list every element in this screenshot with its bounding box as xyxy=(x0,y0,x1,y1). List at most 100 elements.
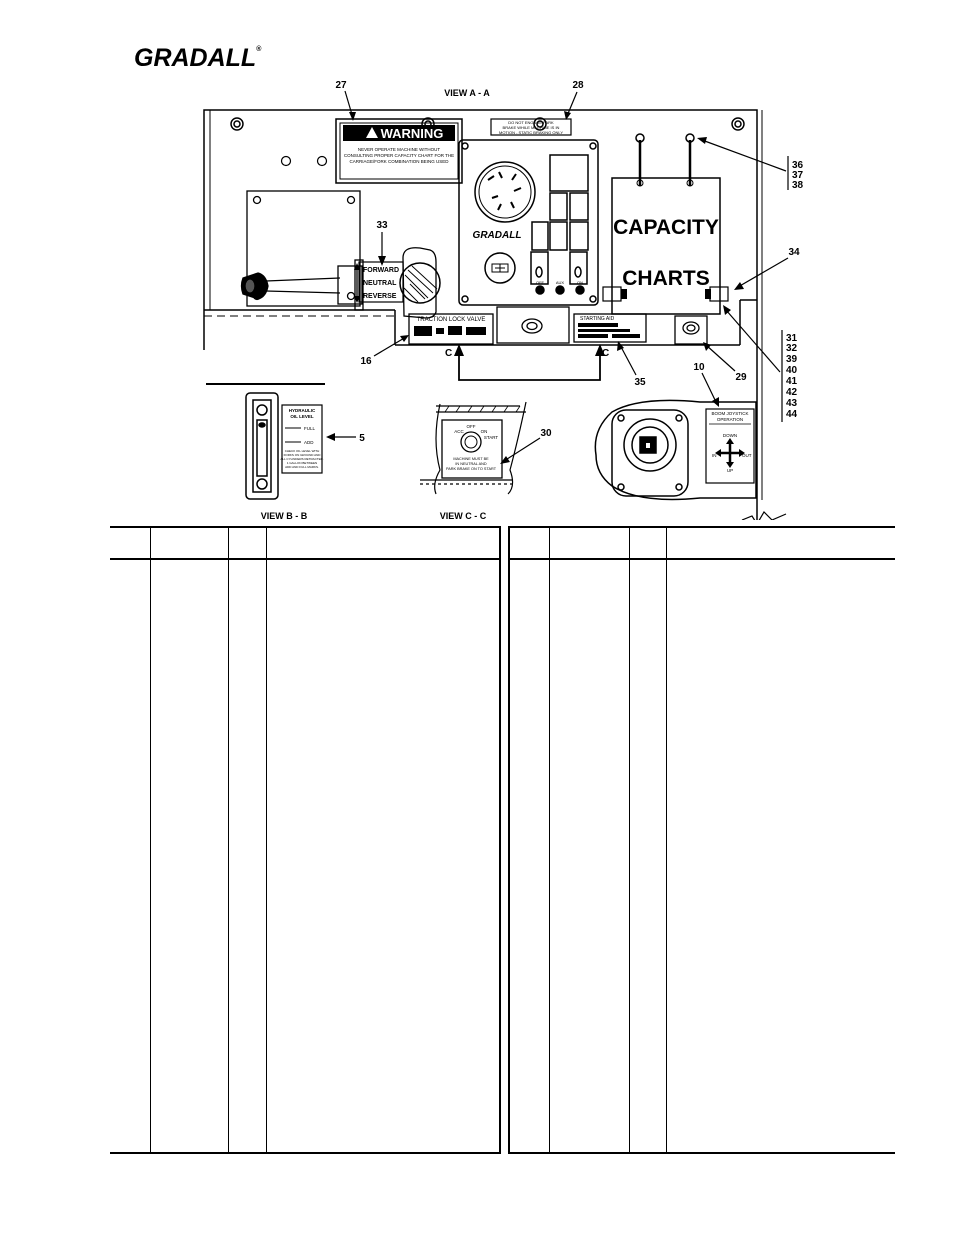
svg-text:ON: ON xyxy=(481,429,488,434)
table-header-row xyxy=(509,527,895,560)
section-c-c-marker: C C xyxy=(445,344,609,381)
svg-text:HYDRAULIC: HYDRAULIC xyxy=(289,408,316,413)
col-qty xyxy=(629,527,667,560)
traction-lock-switch xyxy=(496,306,570,344)
hydraulic-oil-decal: HYDRAULIC OIL LEVEL FULL ADD CHECK OIL L… xyxy=(280,404,324,474)
svg-text:44: 44 xyxy=(786,409,798,420)
gradall-logo: GRADALL® xyxy=(134,44,262,72)
svg-text:OFF: OFF xyxy=(467,424,476,429)
break-line xyxy=(741,511,787,520)
svg-text:36: 36 xyxy=(792,160,804,171)
col-item xyxy=(509,527,550,560)
shift-lever xyxy=(240,247,441,319)
svg-text:CHARTS: CHARTS xyxy=(622,267,710,290)
svg-text:40: 40 xyxy=(786,365,798,376)
callout-34: 34 xyxy=(788,247,800,258)
svg-text:CONSULTING PROPER CAPACITY CHA: CONSULTING PROPER CAPACITY CHART FOR THE xyxy=(344,153,454,158)
capacity-charts: CAPACITY CHARTS xyxy=(602,133,729,315)
svg-text:DO NOT ENGAGE PARK: DO NOT ENGAGE PARK xyxy=(508,120,554,125)
svg-text:TRACTION LOCK VALVE: TRACTION LOCK VALVE xyxy=(417,317,486,323)
parts-table-right xyxy=(508,526,895,1154)
sight-gauge xyxy=(245,392,279,500)
svg-text:1 GALLON BETWEEN: 1 GALLON BETWEEN xyxy=(287,461,317,465)
svg-text:CAPACITY: CAPACITY xyxy=(613,216,719,239)
warning-decal: WARNING NEVER OPERATE MACHINE WITHOUT CO… xyxy=(335,118,463,184)
view-b-label: VIEW B - B xyxy=(261,511,308,520)
col-qty xyxy=(228,527,267,560)
starting-aid-decal: STARTING AID xyxy=(573,313,647,343)
callout-28: 28 xyxy=(572,80,584,91)
svg-text:FORKS ON GROUND AND: FORKS ON GROUND AND xyxy=(284,453,322,457)
callout-group-31-44: 31 32 39 40 41 42 43 44 xyxy=(723,305,798,422)
svg-text:39: 39 xyxy=(786,354,798,365)
svg-text:42: 42 xyxy=(786,387,798,398)
svg-text:ACC: ACC xyxy=(454,429,464,434)
svg-text:UP: UP xyxy=(727,468,733,473)
svg-text:ALL CYLINDERS RETRACTED.: ALL CYLINDERS RETRACTED. xyxy=(280,457,323,461)
svg-text:IN: IN xyxy=(712,453,717,458)
svg-text:MOTION - STATIC BRAKING ONLY: MOTION - STATIC BRAKING ONLY xyxy=(499,130,563,135)
panel-bolts xyxy=(230,117,745,167)
callout-30: 30 xyxy=(540,428,552,439)
svg-text:ON: ON xyxy=(577,280,583,285)
svg-text:43: 43 xyxy=(786,398,798,409)
svg-text:PARK BRAKE ON TO START: PARK BRAKE ON TO START xyxy=(446,467,497,471)
col-part-number xyxy=(549,527,630,560)
svg-text:CARRIAGE/FORK COMBINATION BEIN: CARRIAGE/FORK COMBINATION BEING USED xyxy=(350,159,450,164)
svg-text:REVERSE: REVERSE xyxy=(363,293,397,300)
svg-text:BRAKE WHILE MACHINE IS IN: BRAKE WHILE MACHINE IS IN xyxy=(503,125,560,130)
svg-text:OFF: OFF xyxy=(536,280,545,285)
table-row xyxy=(110,559,500,1153)
svg-text:C: C xyxy=(602,348,609,359)
callout-29: 29 xyxy=(735,372,747,383)
callout-10: 10 xyxy=(693,362,705,373)
ignition-view: OFF ACC ON START MACHINE MUST BE IN NEUT… xyxy=(420,401,527,495)
svg-text:OIL LEVEL: OIL LEVEL xyxy=(290,414,313,419)
col-item xyxy=(110,527,151,560)
svg-text:32: 32 xyxy=(786,343,798,354)
parts-table-left xyxy=(110,526,501,1154)
svg-text:31: 31 xyxy=(786,333,798,344)
svg-text:DOWN: DOWN xyxy=(723,433,737,438)
svg-text:OPERATION: OPERATION xyxy=(717,417,743,422)
callout-16: 16 xyxy=(360,356,372,367)
col-part-number xyxy=(150,527,229,560)
svg-text:GRADALL: GRADALL xyxy=(473,230,522,241)
svg-text:OUT: OUT xyxy=(742,453,752,458)
svg-text:38: 38 xyxy=(792,180,804,191)
boom-joystick-decal: BOOM JOYSTICK OPERATION DOWN UP IN OUT xyxy=(705,408,755,484)
svg-text:WARNING: WARNING xyxy=(381,126,444,141)
svg-text:CHECK OIL LEVEL WITH: CHECK OIL LEVEL WITH xyxy=(285,449,320,453)
view-c-label: VIEW C - C xyxy=(440,511,487,520)
aux-switch xyxy=(674,315,708,345)
dash-panel xyxy=(203,109,763,520)
svg-text:START: START xyxy=(484,435,499,440)
svg-text:C: C xyxy=(445,348,452,359)
svg-text:NEVER OPERATE MACHINE WITHOUT: NEVER OPERATE MACHINE WITHOUT xyxy=(358,147,440,152)
svg-text:NEUTRAL: NEUTRAL xyxy=(363,280,397,287)
svg-text:FORWARD: FORWARD xyxy=(363,267,399,274)
col-description xyxy=(666,527,895,560)
callout-33: 33 xyxy=(376,220,388,231)
callout-group-36-38: 36 37 38 xyxy=(697,137,804,191)
svg-text:IN NEUTRAL AND: IN NEUTRAL AND xyxy=(455,462,487,466)
svg-text:BOOM JOYSTICK: BOOM JOYSTICK xyxy=(711,411,748,416)
svg-text:STARTING AID: STARTING AID xyxy=(580,316,615,322)
svg-text:ADD AND FULL MARKS.: ADD AND FULL MARKS. xyxy=(285,465,319,469)
col-description xyxy=(266,527,500,560)
callout-5: 5 xyxy=(359,433,365,444)
park-brake-decal: DO NOT ENGAGE PARK BRAKE WHILE MACHINE I… xyxy=(490,118,572,136)
traction-lock-decal: TRACTION LOCK VALVE xyxy=(408,313,494,345)
boom-joystick xyxy=(594,399,757,501)
svg-text:37: 37 xyxy=(792,170,804,181)
decal-location-diagram: VIEW A - A 27 WARNING NEVER OPERATE MACH… xyxy=(203,80,804,520)
callout-35: 35 xyxy=(634,377,646,388)
view-a-label: VIEW A - A xyxy=(444,88,490,98)
table-row xyxy=(509,559,895,1153)
instrument-panel: GRADALL OFF AUX ON xyxy=(458,139,599,306)
table-header-row xyxy=(110,527,500,560)
svg-text:FULL: FULL xyxy=(304,426,316,431)
svg-text:41: 41 xyxy=(786,376,798,387)
svg-text:ADD: ADD xyxy=(304,440,314,445)
svg-text:MACHINE MUST BE: MACHINE MUST BE xyxy=(453,457,489,461)
